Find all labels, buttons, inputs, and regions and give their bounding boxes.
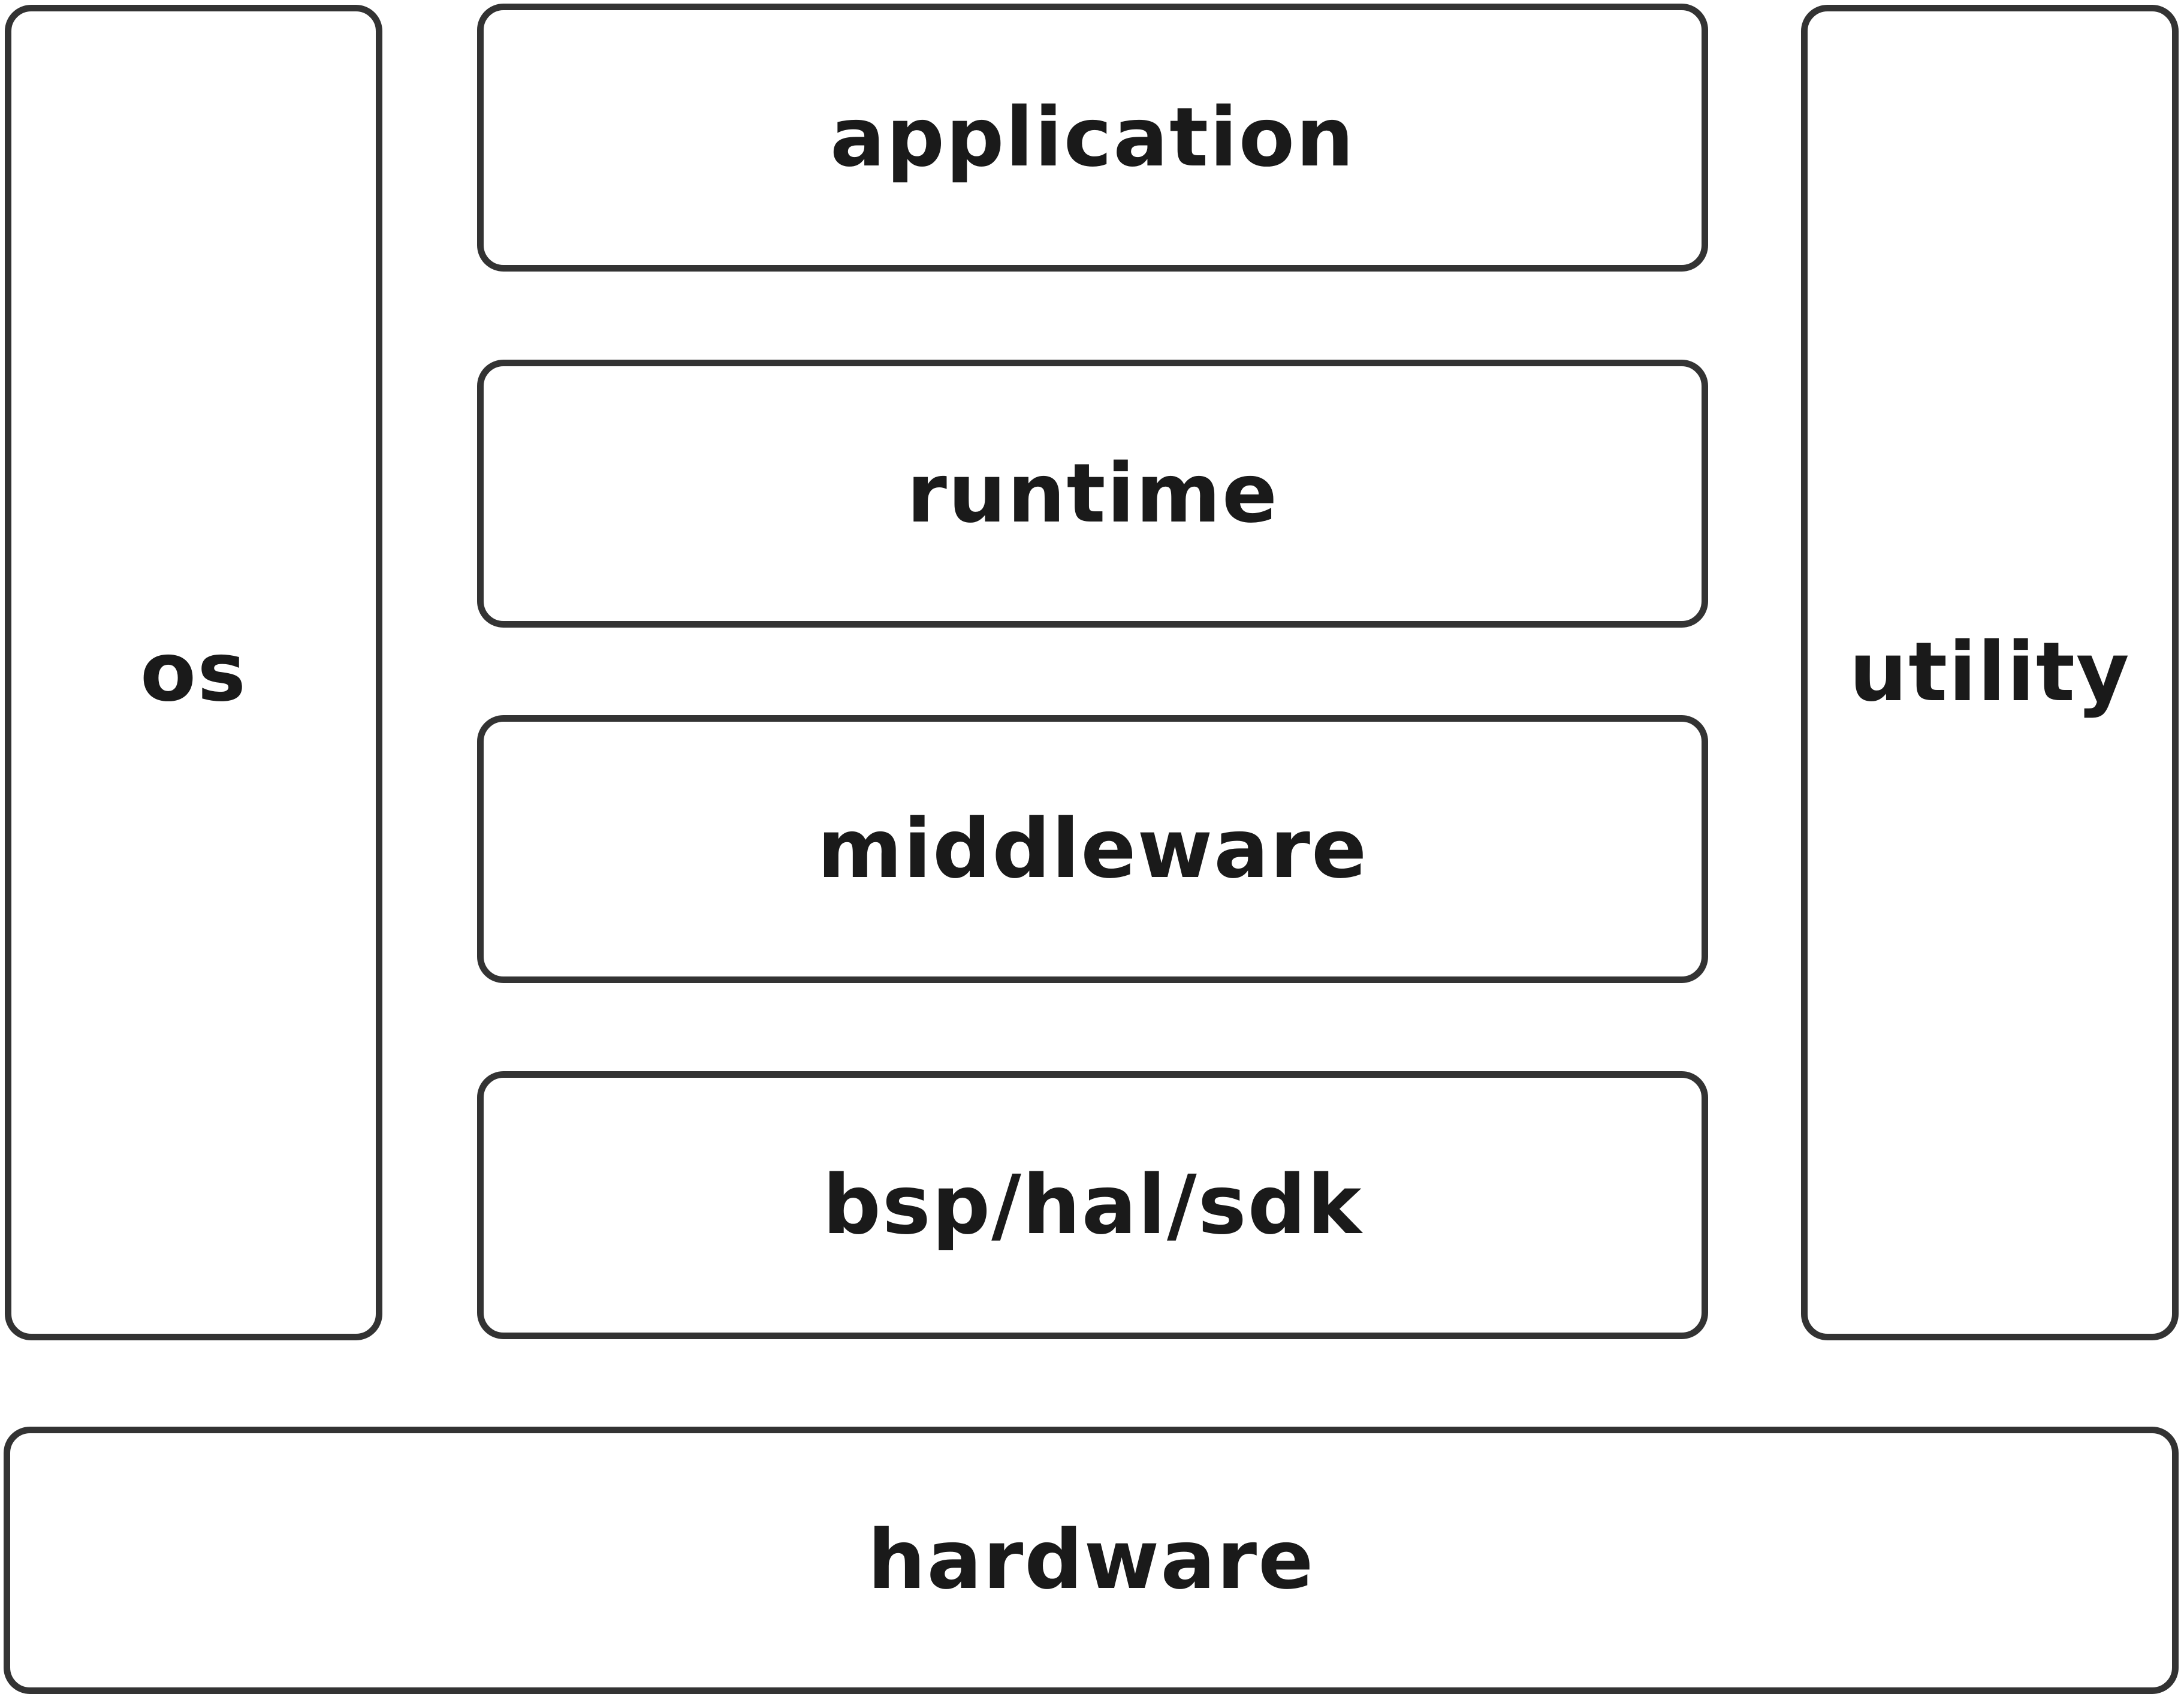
utility-block: utility (1801, 5, 2179, 1340)
application-layer-block: application (477, 4, 1708, 272)
runtime-label: runtime (906, 446, 1279, 541)
os-block: os (5, 5, 382, 1340)
application-label: application (830, 90, 1355, 185)
utility-label: utility (1849, 625, 2131, 720)
hardware-block: hardware (4, 1427, 2179, 1694)
bsp-hal-sdk-label: bsp/hal/sdk (822, 1158, 1363, 1253)
bsp-hal-sdk-layer-block: bsp/hal/sdk (477, 1071, 1708, 1339)
middleware-layer-block: middleware (477, 715, 1708, 983)
middleware-label: middleware (817, 801, 1368, 897)
hardware-label: hardware (867, 1513, 1315, 1608)
runtime-layer-block: runtime (477, 360, 1708, 628)
os-label: os (140, 625, 248, 720)
